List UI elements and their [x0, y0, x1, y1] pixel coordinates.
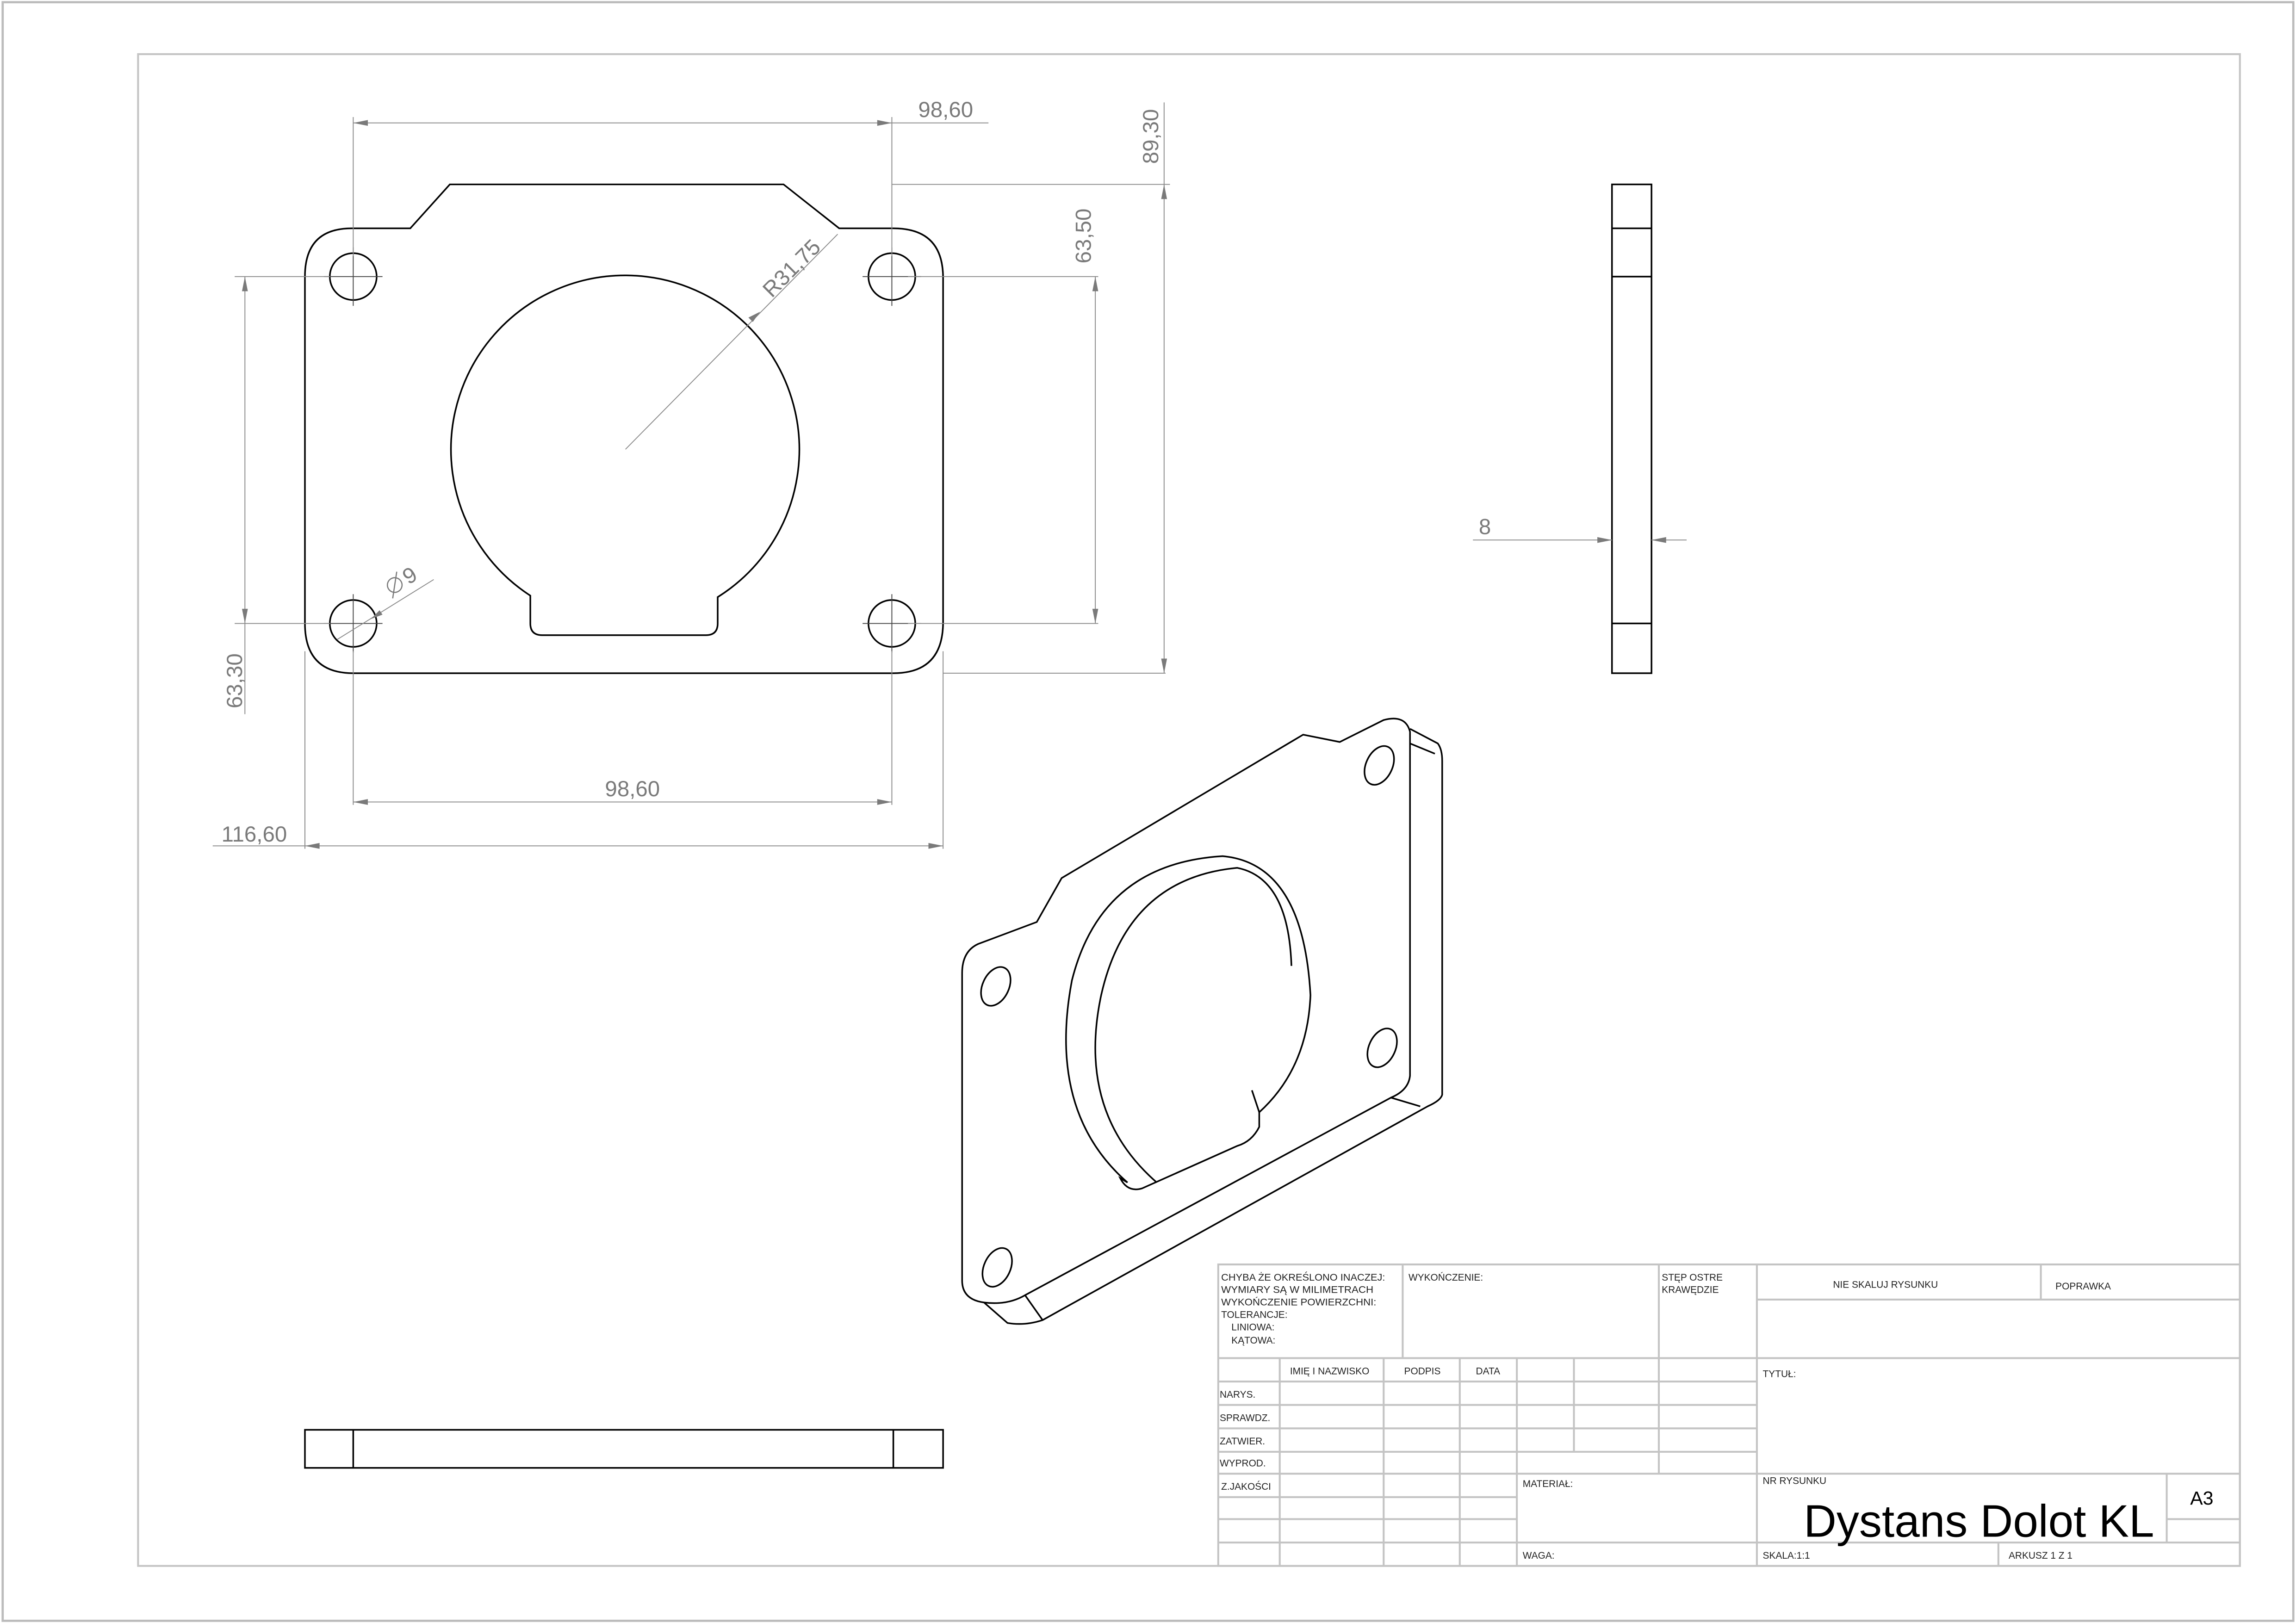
dim-hole-vertical-spacing: 63,50 — [1072, 209, 1096, 264]
sheet-size: A3 — [2190, 1487, 2213, 1509]
sheet-number: ARKUSZ 1 Z 1 — [2009, 1550, 2073, 1561]
title-block: CHYBA ŻE OKREŚLONO INACZEJ: WYMIARY SĄ W… — [1217, 1263, 2241, 1567]
title-label: TYTUŁ: — [1763, 1369, 1796, 1380]
break-edges-line2: KRAWĘDZIE — [1662, 1285, 1719, 1295]
side-view: 8 — [1473, 183, 1687, 674]
header-name: IMIĘ I NAZWISKO — [1290, 1366, 1370, 1376]
front-view: 98,60 89,30 63,50 R31,75 63,30 9 98,60 1… — [212, 98, 1170, 849]
plate-outline — [304, 183, 944, 674]
material-label: MATERIAŁ: — [1523, 1479, 1573, 1489]
note-unless-specified: CHYBA ŻE OKREŚLONO INACZEJ: — [1221, 1272, 1385, 1283]
isometric-view — [961, 718, 1443, 1325]
note-units: WYMIARY SĄ W MILIMETRACH — [1221, 1285, 1373, 1295]
note-tolerances: TOLERANCJE: — [1221, 1309, 1287, 1320]
break-edges-line1: STĘP OSTRE — [1662, 1272, 1723, 1283]
revision-label: POPRAWKA — [2055, 1281, 2111, 1292]
role-drawn: NARYS. — [1220, 1389, 1255, 1400]
note-linear: LINIOWA: — [1231, 1322, 1274, 1332]
dimension-arrows — [242, 120, 1167, 849]
role-approved: ZATWIER. — [1220, 1436, 1265, 1447]
dim-bottom-hole-spacing: 98,60 — [605, 777, 660, 801]
role-manufactured: WYPROD. — [1220, 1458, 1266, 1469]
dim-overall-height: 89,30 — [1139, 109, 1163, 164]
drawing-number-label: NR RYSUNKU — [1763, 1475, 1827, 1486]
dimension-lines — [212, 102, 1170, 849]
dim-bore-radius: R31,75 — [758, 235, 825, 302]
note-surface-finish: WYKOŃCZENIE POWIERZCHNI: — [1221, 1297, 1376, 1308]
do-not-scale-label: NIE SKALUJ RYSUNKU — [1833, 1280, 1938, 1290]
diameter-icon — [386, 577, 403, 593]
dim-hole-diameter: 9 — [386, 562, 422, 599]
note-angular: KĄTOWA: — [1231, 1335, 1275, 1346]
dim-thickness: 8 — [1479, 515, 1491, 539]
bottom-view — [304, 1429, 944, 1469]
bore-outline — [450, 274, 800, 636]
dim-left-vertical: 63,30 — [223, 653, 247, 708]
role-quality: Z.JAKOŚCI — [1221, 1481, 1271, 1492]
finish-label: WYKOŃCZENIE: — [1409, 1272, 1483, 1283]
dim-top-hole-spacing: 98,60 — [918, 98, 973, 122]
dim-overall-width: 116,60 — [222, 822, 287, 847]
header-signature: PODPIS — [1404, 1366, 1441, 1376]
drawing-number: Dystans Dolot KL — [1804, 1495, 2154, 1546]
header-date: DATA — [1476, 1366, 1501, 1376]
weight-label: WAGA: — [1523, 1550, 1555, 1561]
drawing-frame — [137, 53, 2241, 1567]
role-checked: SPRAWDZ. — [1220, 1412, 1270, 1423]
scale-label: SKALA:1:1 — [1763, 1550, 1810, 1561]
